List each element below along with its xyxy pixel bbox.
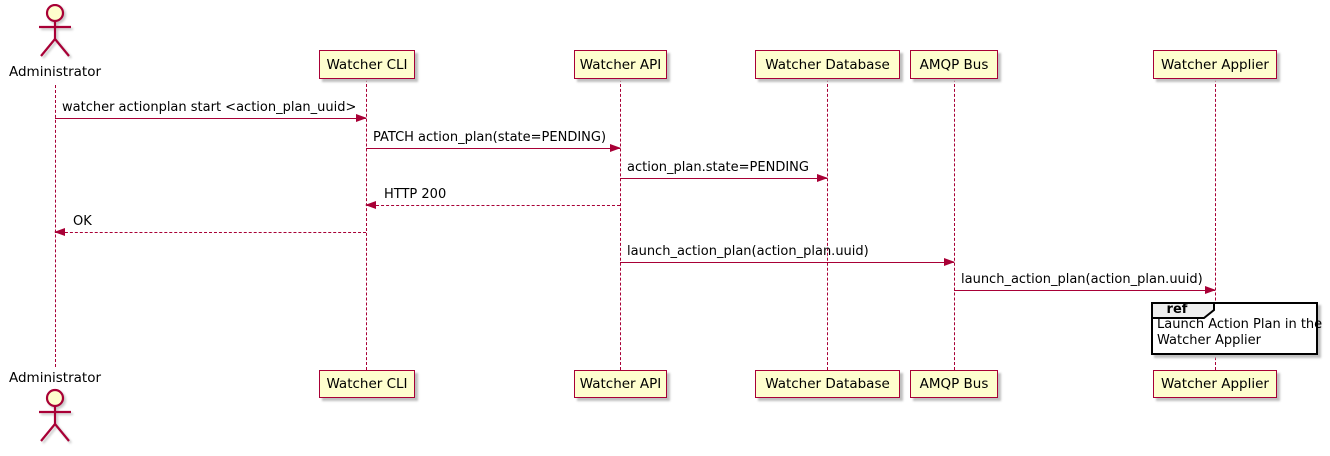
participant-label: Watcher Database [765,376,890,392]
ref-text-line: Launch Action Plan in the [1157,317,1323,332]
lifeline-amqp-bus [954,79,955,370]
participant-amqp-bus-top: AMQP Bus [910,50,998,79]
message-line [55,113,367,122]
participant-watcher-cli-bottom: Watcher CLI [319,370,415,398]
participant-label: Watcher API [579,376,662,392]
participant-watcher-api-bottom: Watcher API [574,370,667,398]
message-label: action_plan.state=PENDING [627,160,809,175]
message-label: launch_action_plan(action_plan.uuid) [961,272,1203,287]
ref-text: Launch Action Plan in the Watcher Applie… [1153,317,1323,349]
participant-amqp-bus-bottom: AMQP Bus [910,370,998,398]
lifeline-watcher-api [620,79,621,370]
arrowhead-icon [610,143,621,152]
actor-label-administrator-bottom: Administrator [8,370,102,386]
message-label: HTTP 200 [384,187,447,202]
arrowhead-icon [817,173,828,182]
lifeline-administrator [55,85,56,367]
participant-label: AMQP Bus [919,376,989,392]
message-label: watcher actionplan start <action_plan_uu… [62,100,357,115]
message-7-launch-action-plan: launch_action_plan(action_plan.uuid) [954,272,1216,294]
actor-icon [35,385,75,453]
participant-label: Watcher Database [765,56,890,73]
ref-keyword-label: ref [1166,302,1188,317]
participant-label: Watcher API [579,56,662,73]
ref-fragment: ref Launch Action Plan in the Watcher Ap… [1151,302,1323,355]
participant-watcher-api-top: Watcher API [574,50,667,79]
actor-icon [35,3,75,64]
arrowhead-icon [1205,285,1216,294]
message-line [366,143,621,152]
participant-watcher-database-top: Watcher Database [755,50,900,79]
message-6-launch-action-plan: launch_action_plan(action_plan.uuid) [620,244,955,266]
ref-keyword-pentagon: ref [1151,302,1215,319]
message-label: OK [73,214,92,229]
message-label: launch_action_plan(action_plan.uuid) [627,244,869,259]
participant-watcher-database-bottom: Watcher Database [755,370,900,398]
lifeline-watcher-database [827,79,828,370]
participant-label: Watcher Applier [1161,376,1269,392]
message-3-state-pending: action_plan.state=PENDING [620,160,828,182]
message-2-patch-action-plan: PATCH action_plan(state=PENDING) [366,130,621,152]
arrowhead-icon [356,113,367,122]
message-line [365,200,620,209]
lifeline-watcher-cli [366,79,367,370]
message-label: PATCH action_plan(state=PENDING) [373,130,607,145]
arrowhead-icon [944,257,955,266]
message-line [620,173,828,182]
participant-watcher-applier-top: Watcher Applier [1153,50,1277,79]
lifeline-watcher-applier [1215,79,1216,370]
arrowhead-icon [365,200,376,209]
message-line [954,285,1216,294]
message-1-actionplan-start: watcher actionplan start <action_plan_uu… [55,100,367,122]
message-line [54,227,366,236]
message-line [620,257,955,266]
participant-label: AMQP Bus [919,56,989,73]
participant-label: Watcher Applier [1161,56,1269,73]
message-5-ok: OK [54,214,366,236]
message-4-http-200: HTTP 200 [365,187,620,209]
participant-label: Watcher CLI [326,376,408,392]
arrowhead-icon [54,227,65,236]
ref-text-line: Watcher Applier [1157,333,1261,348]
participant-watcher-applier-bottom: Watcher Applier [1153,370,1277,398]
participant-watcher-cli-top: Watcher CLI [319,50,415,79]
actor-label-administrator-top: Administrator [8,64,102,80]
participant-label: Watcher CLI [326,56,408,73]
